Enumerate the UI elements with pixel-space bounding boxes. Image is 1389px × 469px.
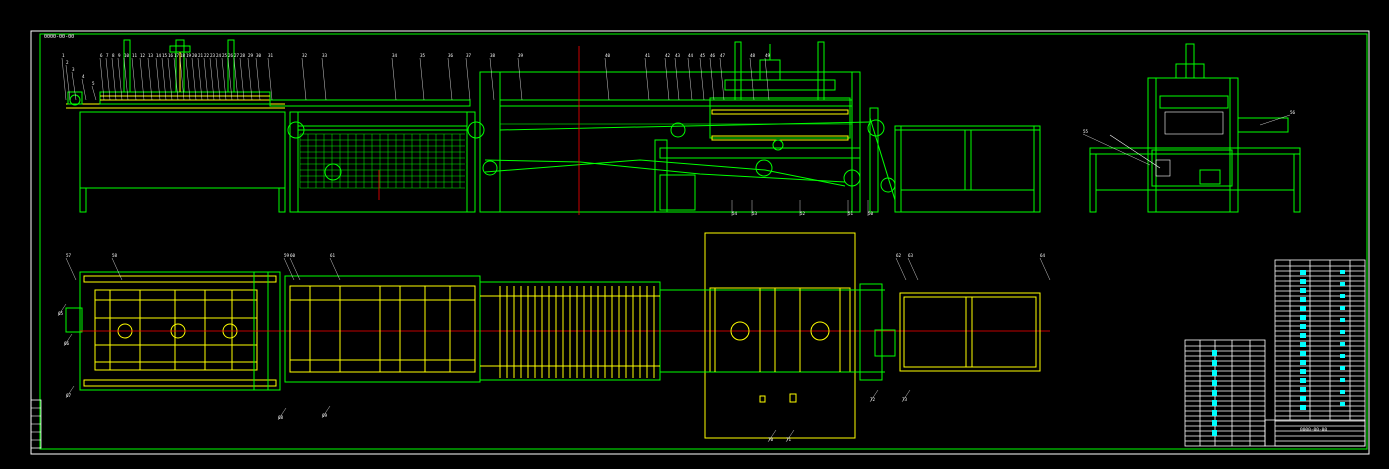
balloon-23: 23 xyxy=(210,53,216,58)
front-elevation-view xyxy=(66,39,1041,215)
balloon-46: 46 xyxy=(710,53,716,58)
balloon-2: 2 xyxy=(66,60,69,65)
balloon-16: 16 xyxy=(168,53,174,58)
balloon-34: 34 xyxy=(392,53,398,58)
balloon-28: 28 xyxy=(240,53,246,58)
balloon-7: 7 xyxy=(106,53,109,58)
balloon-57: 57 xyxy=(66,253,72,258)
balloon-66: 66 xyxy=(64,341,70,346)
balloon-15: 15 xyxy=(162,53,168,58)
balloon-65: 65 xyxy=(58,311,64,316)
balloon-18: 18 xyxy=(180,53,186,58)
balloon-11: 11 xyxy=(132,53,138,58)
balloon-37: 37 xyxy=(466,53,472,58)
balloon-50: 50 xyxy=(868,211,874,216)
balloon-56: 56 xyxy=(1290,110,1296,115)
drawing-number-label: 0000-00-00 xyxy=(44,34,75,40)
balloon-43: 43 xyxy=(675,53,681,58)
balloon-29: 29 xyxy=(248,53,254,58)
balloon-47: 47 xyxy=(720,53,726,58)
balloon-60: 60 xyxy=(290,253,296,258)
balloon-51: 51 xyxy=(848,211,854,216)
balloon-53: 53 xyxy=(752,211,758,216)
balloon-8: 8 xyxy=(112,53,115,58)
balloon-39: 39 xyxy=(518,53,524,58)
balloon-36: 36 xyxy=(448,53,454,58)
balloon-4: 4 xyxy=(82,74,85,79)
balloon-14: 14 xyxy=(156,53,162,58)
balloon-58: 58 xyxy=(112,253,118,258)
balloon-73: 73 xyxy=(902,397,908,402)
plan-view xyxy=(65,232,1050,439)
outer-frame xyxy=(30,30,1370,455)
balloon-68: 68 xyxy=(278,415,284,420)
balloon-72: 72 xyxy=(870,397,876,402)
balloon-13: 13 xyxy=(148,53,154,58)
balloon-54: 54 xyxy=(732,211,738,216)
balloon-20: 20 xyxy=(192,53,198,58)
press-frame xyxy=(479,71,861,213)
balloon-12: 12 xyxy=(140,53,146,58)
balloon-69: 69 xyxy=(322,413,328,418)
balloon-5: 5 xyxy=(92,81,95,86)
mesh-panel xyxy=(299,133,465,189)
balloon-25: 25 xyxy=(222,53,228,58)
balloon-30: 30 xyxy=(256,53,262,58)
margin-strip xyxy=(30,399,42,449)
plan-transfer-section xyxy=(660,232,896,439)
plan-mesh-section xyxy=(284,275,481,383)
outfeed-frame xyxy=(894,125,1041,213)
balloon-41: 41 xyxy=(645,53,651,58)
balloon-19: 19 xyxy=(186,53,192,58)
balloon-64: 64 xyxy=(1040,253,1046,258)
balloon-55: 55 xyxy=(1083,129,1089,134)
plan-outfeed-section xyxy=(899,292,1041,372)
balloon-6: 6 xyxy=(100,53,103,58)
balloon-17: 17 xyxy=(174,53,180,58)
balloon-63: 63 xyxy=(908,253,914,258)
balloon-33: 33 xyxy=(322,53,328,58)
balloon-3: 3 xyxy=(72,67,75,72)
balloon-70: 70 xyxy=(768,437,774,442)
balloon-31: 31 xyxy=(268,53,274,58)
balloon-44: 44 xyxy=(688,53,694,58)
infeed-frame xyxy=(79,111,286,189)
balloon-45: 45 xyxy=(700,53,706,58)
title-block xyxy=(1184,259,1366,447)
balloon-26: 26 xyxy=(228,53,234,58)
balloon-52: 52 xyxy=(800,211,806,216)
balloon-40: 40 xyxy=(605,53,611,58)
balloon-48: 48 xyxy=(750,53,756,58)
infeed-rollers xyxy=(99,91,271,105)
balloon-42: 42 xyxy=(665,53,671,58)
title-block-label: 0000-00-00 xyxy=(1300,427,1327,433)
balloon-35: 35 xyxy=(420,53,426,58)
mesh-conveyor-frame xyxy=(289,111,476,213)
balloon-32: 32 xyxy=(302,53,308,58)
inner-frame xyxy=(39,33,1368,450)
side-view xyxy=(1089,43,1301,213)
balloon-22: 22 xyxy=(204,53,210,58)
balloon-27: 27 xyxy=(234,53,240,58)
plan-infeed-section xyxy=(65,271,1050,391)
balloon-61: 61 xyxy=(330,253,336,258)
balloon-21: 21 xyxy=(198,53,204,58)
balloon-9: 9 xyxy=(118,53,121,58)
balloon-24: 24 xyxy=(216,53,222,58)
balloon-10: 10 xyxy=(124,53,130,58)
balloon-1: 1 xyxy=(62,53,65,58)
balloon-67: 67 xyxy=(66,393,72,398)
balloon-62: 62 xyxy=(896,253,902,258)
balloon-49: 49 xyxy=(765,53,771,58)
balloon-38: 38 xyxy=(490,53,496,58)
plan-press-section xyxy=(479,281,661,381)
balloon-71: 71 xyxy=(786,437,792,442)
balloon-59: 59 xyxy=(284,253,290,258)
